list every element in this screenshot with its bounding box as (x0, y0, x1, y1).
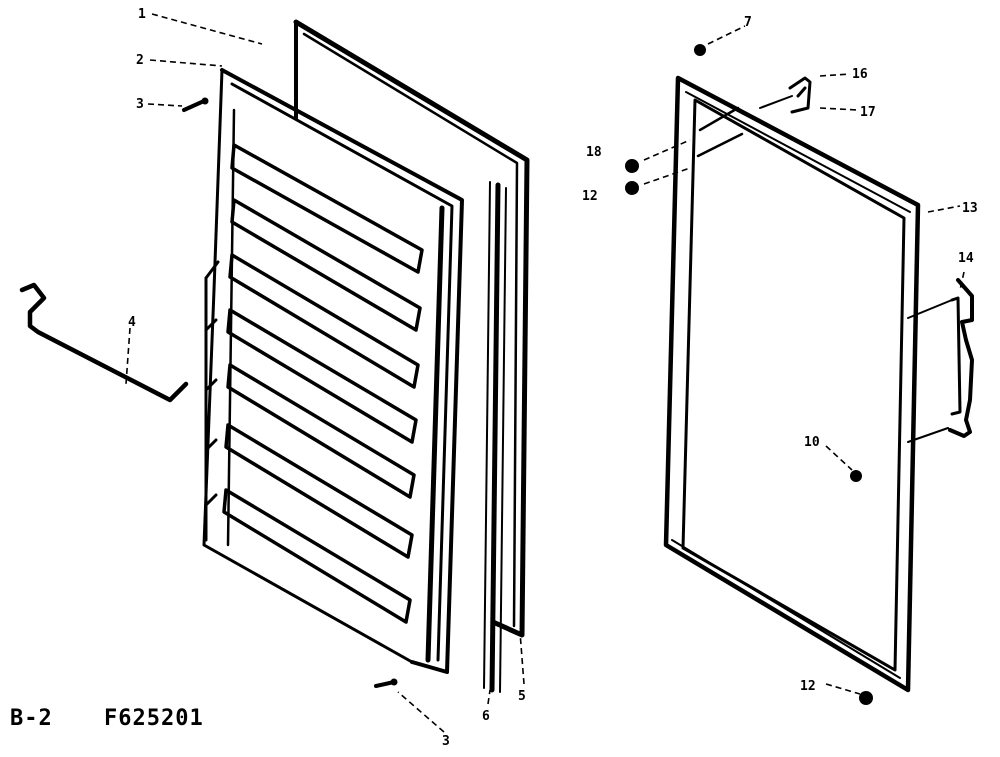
screw-bottom-head (390, 678, 398, 686)
callout-10: 10 (804, 435, 820, 450)
liner-side-profile (204, 260, 220, 542)
callout-leaders (125, 13, 965, 733)
inner-liner (202, 68, 464, 674)
hinge-bracket (788, 76, 812, 114)
plug-18 (625, 159, 639, 173)
hinge-cap-7 (694, 44, 706, 56)
callout-18: 18 (586, 145, 602, 160)
diagram-part-code: F625201 (104, 706, 204, 731)
callout-3-bottom: 3 (442, 734, 450, 749)
callout-12-lower: 12 (800, 679, 816, 694)
breaker-strip (483, 181, 507, 693)
outer-door-panel (625, 44, 974, 705)
callout-6: 6 (482, 709, 490, 724)
door-shelves (222, 143, 424, 624)
plug-10 (850, 470, 862, 482)
door-liner-assembly (19, 19, 530, 693)
screw-top (182, 99, 206, 112)
door-gasket-frame (293, 19, 530, 638)
callout-5: 5 (518, 689, 526, 704)
shelf-retainer-bar (19, 282, 189, 403)
plug-12 (625, 181, 639, 195)
callout-14: 14 (958, 251, 974, 266)
door-handle (948, 278, 974, 438)
callout-12-upper: 12 (582, 189, 598, 204)
screw-top-head (201, 97, 209, 105)
callout-2: 2 (136, 53, 144, 68)
callout-1: 1 (138, 7, 146, 22)
callout-4: 4 (128, 315, 136, 330)
hinge-pin-line (759, 95, 793, 109)
callout-7: 7 (744, 15, 752, 30)
callout-3-top: 3 (136, 97, 144, 112)
callout-numbers: 1 2 3 4 5 6 3 7 16 17 18 12 13 14 10 12 (128, 7, 978, 749)
callout-17: 17 (860, 105, 876, 120)
callout-13: 13 (962, 201, 978, 216)
callout-16: 16 (852, 67, 868, 82)
diagram-section-label: B-2 (10, 706, 53, 731)
plug-12-bottom (859, 691, 873, 705)
